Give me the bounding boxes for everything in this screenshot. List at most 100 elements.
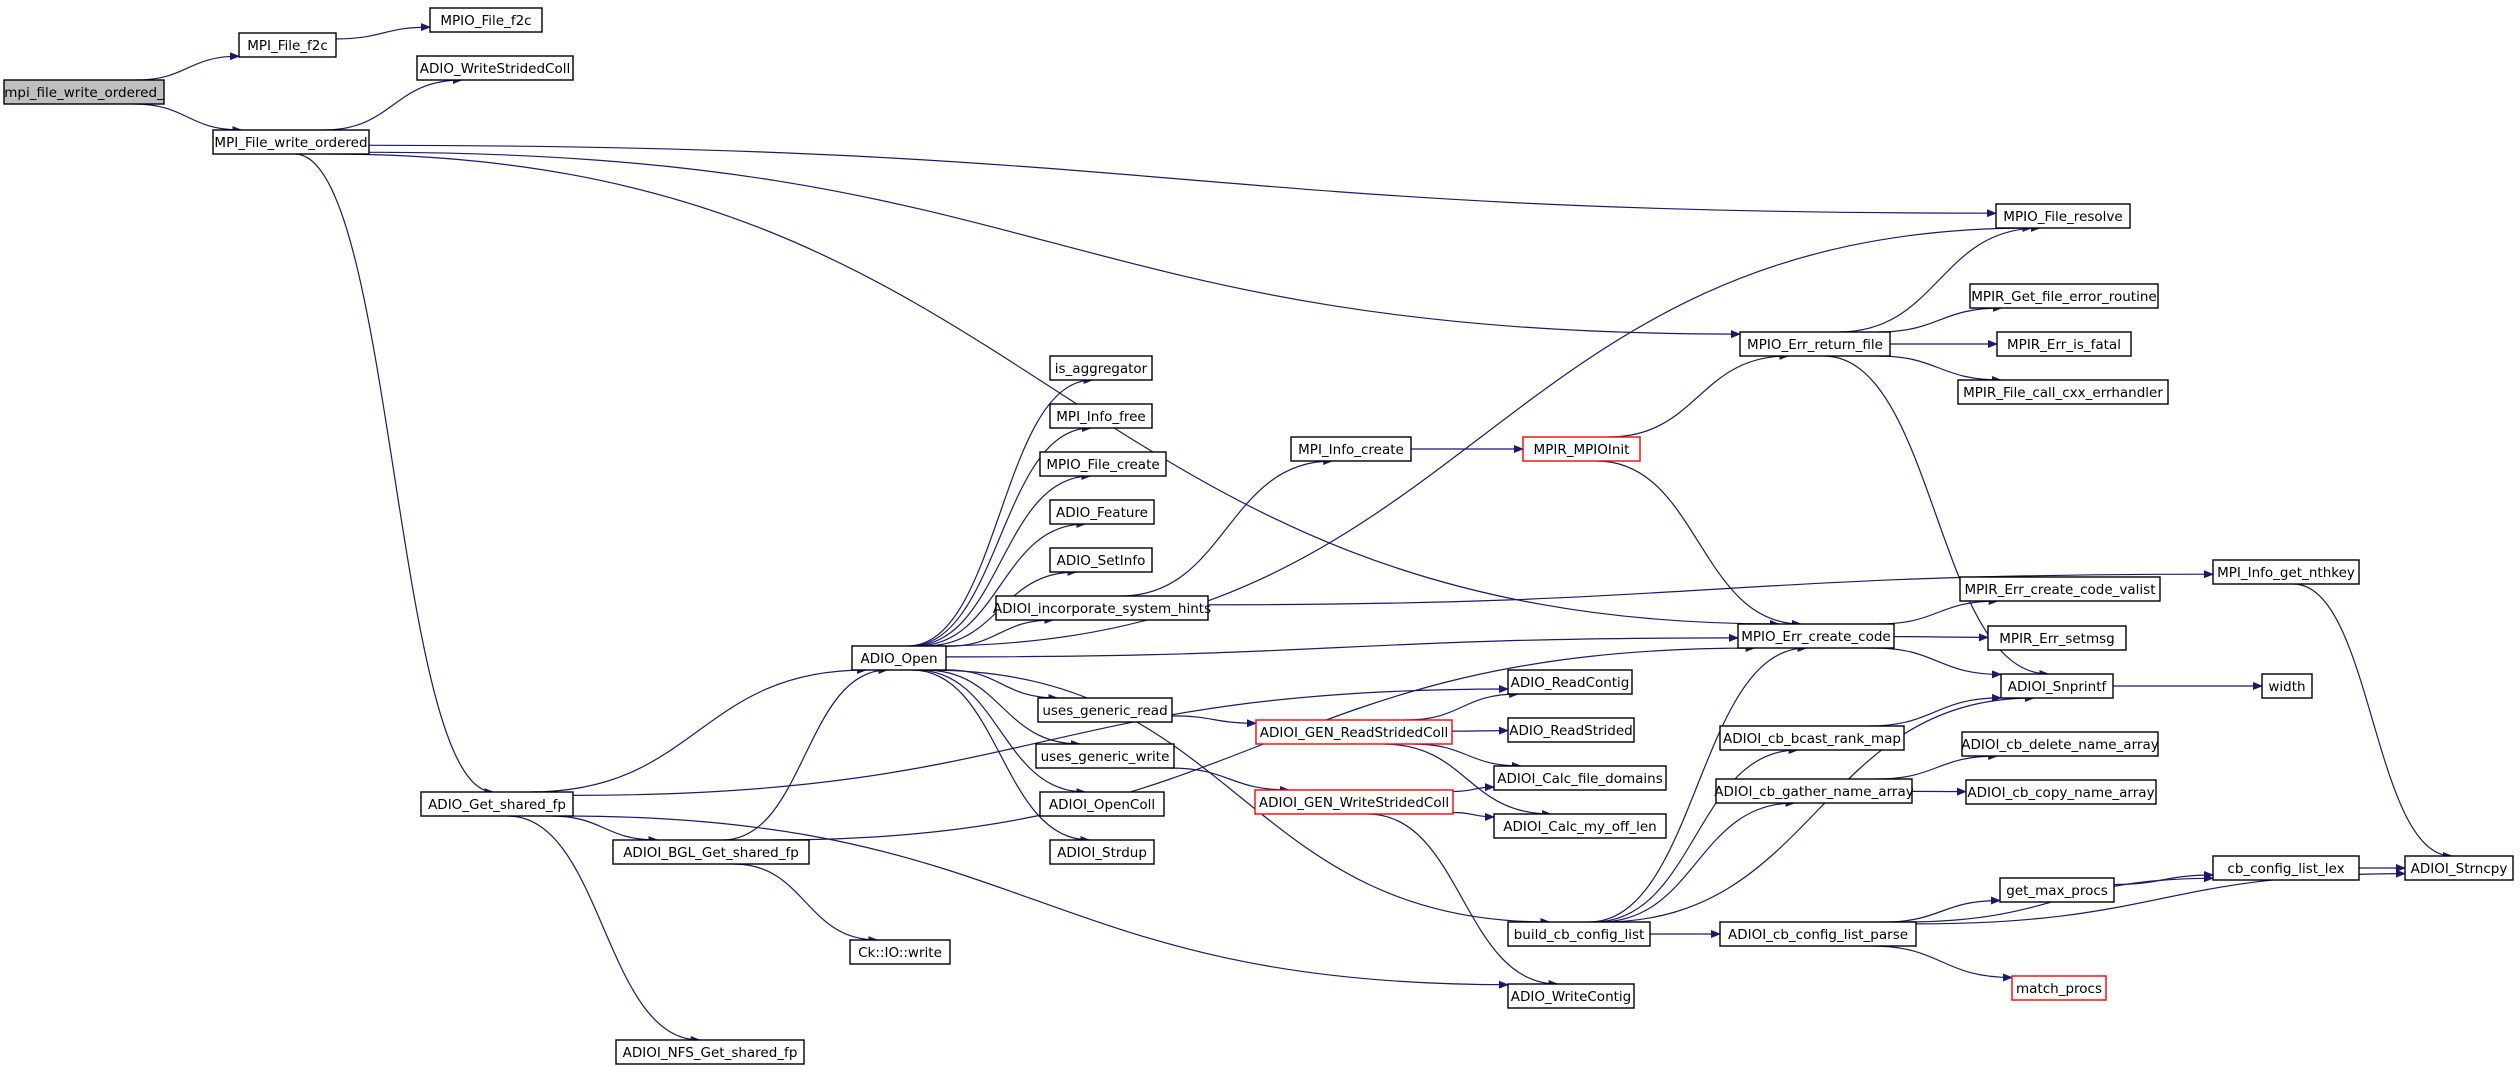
node-box[interactable] — [2212, 559, 2360, 585]
node-box[interactable] — [2404, 855, 2514, 881]
node-box[interactable] — [1995, 203, 2131, 229]
node-adio-open[interactable]: ADIO_Open — [851, 645, 947, 671]
node-cb-config-list-lex[interactable]: cb_config_list_lex — [2212, 855, 2360, 881]
node-box[interactable] — [429, 7, 543, 33]
node-mpir-err-setmsg[interactable]: MPIR_Err_setmsg — [1987, 625, 2127, 651]
node-adioi-incorporate-system-hints[interactable]: ADIOI_incorporate_system_hints — [993, 595, 1211, 621]
node-box[interactable] — [1507, 921, 1651, 947]
node-box[interactable] — [2261, 673, 2313, 699]
node-ck-io-write[interactable]: Ck::IO::write — [849, 939, 951, 965]
node-box[interactable] — [1035, 743, 1175, 769]
node-box[interactable] — [416, 55, 574, 81]
node-adio-readcontig[interactable]: ADIO_ReadContig — [1507, 669, 1633, 695]
node-box[interactable] — [849, 939, 951, 965]
node-adio-setinfo[interactable]: ADIO_SetInfo — [1049, 547, 1153, 573]
node-box[interactable] — [1049, 403, 1153, 429]
node-adio-get-shared-fp[interactable]: ADIO_Get_shared_fp — [420, 791, 574, 817]
node-box[interactable] — [1996, 331, 2132, 357]
node-box[interactable] — [1493, 765, 1667, 791]
node-box[interactable] — [2212, 855, 2360, 881]
node-adioi-strncpy[interactable]: ADIOI_Strncpy — [2404, 855, 2514, 881]
node-uses-generic-read[interactable]: uses_generic_read — [1037, 697, 1173, 723]
node-mpio-file-create[interactable]: MPIO_File_create — [1039, 451, 1167, 477]
node-box[interactable] — [238, 32, 337, 58]
node-box[interactable] — [1290, 436, 1412, 462]
node-adioi-gen-writestridedcoll[interactable]: ADIOI_GEN_WriteStridedColl — [1254, 789, 1454, 815]
node-box[interactable] — [1959, 576, 2161, 602]
node-adioi-cb-gather-name-array[interactable]: ADIOI_cb_gather_name_array — [1714, 778, 1914, 804]
node-box[interactable] — [1039, 451, 1167, 477]
node-build-cb-config-list[interactable]: build_cb_config_list — [1507, 921, 1651, 947]
node-adio-readstrided[interactable]: ADIO_ReadStrided — [1507, 717, 1635, 743]
node-is-aggregator[interactable]: is_aggregator — [1049, 355, 1153, 381]
node-mpir-err-create-code-valist[interactable]: MPIR_Err_create_code_valist — [1959, 576, 2161, 602]
node-box[interactable] — [1507, 983, 1635, 1009]
node-adioi-cb-copy-name-array[interactable]: ADIOI_cb_copy_name_array — [1965, 779, 2157, 805]
node-box[interactable] — [1739, 331, 1891, 357]
node-adio-feature[interactable]: ADIO_Feature — [1049, 499, 1155, 525]
node-box[interactable] — [1507, 669, 1633, 695]
node-box[interactable] — [1255, 719, 1453, 745]
node-box[interactable] — [1049, 547, 1153, 573]
node-box[interactable] — [1737, 623, 1895, 649]
node-adioi-cb-config-list-parse[interactable]: ADIOI_cb_config_list_parse — [1719, 921, 1917, 947]
node-box[interactable] — [1522, 436, 1641, 462]
node-mpi-info-get-nthkey[interactable]: MPI_Info_get_nthkey — [2212, 559, 2360, 585]
node-mpio-err-return-file[interactable]: MPIO_Err_return_file — [1739, 331, 1891, 357]
node-mpio-file-resolve[interactable]: MPIO_File_resolve — [1995, 203, 2131, 229]
node-box[interactable] — [1719, 921, 1917, 947]
node-mpir-mpioinit[interactable]: MPIR_MPIOInit — [1522, 436, 1641, 462]
node-box[interactable] — [1039, 791, 1165, 817]
node-adio-writecontig[interactable]: ADIO_WriteContig — [1507, 983, 1635, 1009]
node-adioi-snprintf[interactable]: ADIOI_Snprintf — [2000, 673, 2114, 699]
node-adioi-gen-readstridedcoll[interactable]: ADIOI_GEN_ReadStridedColl — [1255, 719, 1453, 745]
node-box[interactable] — [1037, 697, 1173, 723]
node-mpi-info-free[interactable]: MPI_Info_free — [1049, 403, 1153, 429]
node-box[interactable] — [1965, 779, 2157, 805]
node-box[interactable] — [995, 595, 1209, 621]
node-mpir-err-is-fatal[interactable]: MPIR_Err_is_fatal — [1996, 331, 2132, 357]
node-box[interactable] — [612, 839, 810, 865]
node-adioi-cb-bcast-rank-map[interactable]: ADIOI_cb_bcast_rank_map — [1719, 725, 1905, 751]
node-get-max-procs[interactable]: get_max_procs — [1999, 877, 2115, 903]
node-box[interactable] — [1961, 731, 2159, 757]
node-box[interactable] — [1969, 283, 2159, 309]
node-box[interactable] — [1987, 625, 2127, 651]
node-box[interactable] — [1254, 789, 1454, 815]
node-mpi-file-write-ordered[interactable]: mpi_file_write_ordered_ — [3, 79, 165, 105]
node-box[interactable] — [1999, 877, 2115, 903]
node-adioi-calc-my-off-len[interactable]: ADIOI_Calc_my_off_len — [1493, 813, 1667, 839]
node-box[interactable] — [1507, 717, 1635, 743]
node-box[interactable] — [420, 791, 574, 817]
node-mpio-file-f2c[interactable]: MPIO_File_f2c — [429, 7, 543, 33]
node-box[interactable] — [1719, 725, 1905, 751]
node-box[interactable] — [1957, 379, 2169, 405]
node-box[interactable] — [615, 1039, 805, 1065]
node-box[interactable] — [212, 129, 370, 155]
node-adioi-bgl-get-shared-fp[interactable]: ADIOI_BGL_Get_shared_fp — [612, 839, 810, 865]
node-match-procs[interactable]: match_procs — [2011, 975, 2107, 1001]
node-adioi-cb-delete-name-array[interactable]: ADIOI_cb_delete_name_array — [1961, 731, 2159, 757]
node-adioi-nfs-get-shared-fp[interactable]: ADIOI_NFS_Get_shared_fp — [615, 1039, 805, 1065]
node-mpio-err-create-code[interactable]: MPIO_Err_create_code — [1737, 623, 1895, 649]
node-mpi-file-f2c[interactable]: MPI_File_f2c — [238, 32, 337, 58]
node-box[interactable] — [2011, 975, 2107, 1001]
node-box[interactable] — [3, 79, 165, 105]
node-box[interactable] — [1715, 778, 1913, 804]
node-box[interactable] — [1493, 813, 1667, 839]
node-box[interactable] — [2000, 673, 2114, 699]
node-box[interactable] — [1049, 355, 1153, 381]
node-mpi-info-create[interactable]: MPI_Info_create — [1290, 436, 1412, 462]
node-box[interactable] — [851, 645, 947, 671]
node-box[interactable] — [1049, 839, 1155, 865]
node-adioi-strdup[interactable]: ADIOI_Strdup — [1049, 839, 1155, 865]
node-adioi-opencoll[interactable]: ADIOI_OpenColl — [1039, 791, 1165, 817]
node-uses-generic-write[interactable]: uses_generic_write — [1035, 743, 1175, 769]
node-adioi-calc-file-domains[interactable]: ADIOI_Calc_file_domains — [1493, 765, 1667, 791]
node-adio-writestridedcoll[interactable]: ADIO_WriteStridedColl — [416, 55, 574, 81]
node-mpi-file-write-ordered[interactable]: MPI_File_write_ordered — [212, 129, 370, 155]
node-mpir-get-file-error-routine[interactable]: MPIR_Get_file_error_routine — [1969, 283, 2159, 309]
node-width[interactable]: width — [2261, 673, 2313, 699]
node-mpir-file-call-cxx-errhandler[interactable]: MPIR_File_call_cxx_errhandler — [1957, 379, 2169, 405]
node-box[interactable] — [1049, 499, 1155, 525]
